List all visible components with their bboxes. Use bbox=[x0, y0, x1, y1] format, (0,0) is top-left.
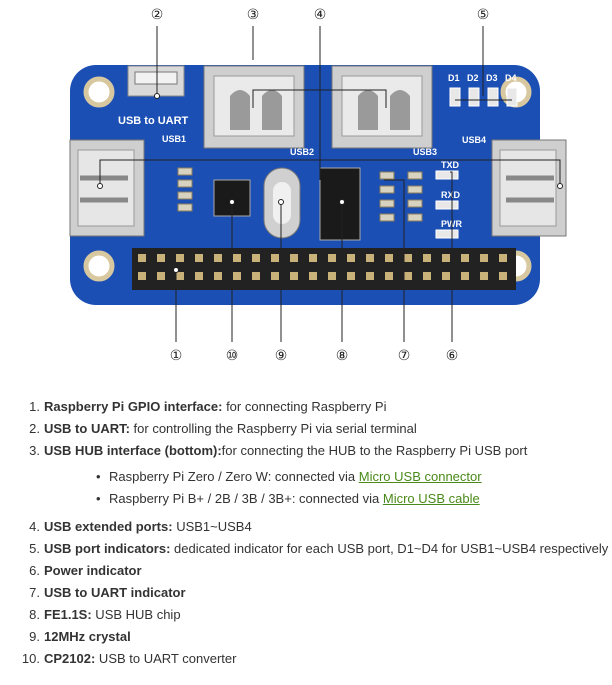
gpio-pin bbox=[461, 254, 469, 262]
callout-8: ⑧ bbox=[336, 348, 349, 364]
gpio-pin bbox=[499, 254, 507, 262]
usb1-port bbox=[69, 139, 145, 237]
gpio-pin bbox=[480, 272, 488, 280]
gpio-header bbox=[132, 248, 516, 290]
d1-silk: D1 bbox=[448, 73, 460, 83]
callout-3: ③ bbox=[247, 7, 260, 23]
passive-components bbox=[177, 167, 423, 222]
usb3-silk: USB3 bbox=[413, 147, 437, 157]
gpio-pin bbox=[271, 254, 279, 262]
list-item: 7.USB to UART indicator bbox=[29, 585, 186, 600]
list-item: 8.FE1.1S: USB HUB chip bbox=[29, 607, 181, 622]
callout-4: ④ bbox=[314, 7, 327, 23]
gpio-pin bbox=[290, 254, 298, 262]
callout-2: ② bbox=[151, 7, 164, 23]
gpio-pin bbox=[309, 254, 317, 262]
list-item: 2.USB to UART: for controlling the Raspb… bbox=[29, 421, 417, 436]
usb3-port bbox=[331, 65, 433, 149]
sub-list-item: Raspberry Pi Zero / Zero W: connected vi… bbox=[44, 466, 612, 488]
sub-list-item: Raspberry Pi B+ / 2B / 3B / 3B+: connect… bbox=[44, 488, 612, 510]
callout-9: ⑨ bbox=[275, 348, 288, 364]
gpio-pin bbox=[157, 272, 165, 280]
gpio-pin bbox=[328, 254, 336, 262]
usb-indicator-leds bbox=[449, 87, 518, 107]
list-item: 1.Raspberry Pi GPIO interface: for conne… bbox=[29, 399, 387, 414]
usb-to-uart-silk: USB to UART bbox=[118, 115, 189, 127]
gpio-pin bbox=[138, 272, 146, 280]
gpio-pin bbox=[442, 272, 450, 280]
callout-1: ① bbox=[170, 348, 183, 364]
gpio-pin bbox=[423, 272, 431, 280]
list-item: 5.USB port indicators: dedicated indicat… bbox=[29, 541, 609, 556]
callout-7: ⑦ bbox=[398, 348, 411, 364]
usb2-port bbox=[203, 65, 305, 149]
gpio-pin bbox=[233, 254, 241, 262]
leader-dots bbox=[97, 93, 563, 273]
board-figure: USB to UART USB1 USB2 USB3 USB4 D1 D2 D3… bbox=[69, 7, 567, 364]
gpio-pin bbox=[195, 254, 203, 262]
usb1-silk: USB1 bbox=[162, 134, 186, 144]
gpio-pin bbox=[385, 272, 393, 280]
gpio-pin bbox=[366, 254, 374, 262]
gpio-pin bbox=[176, 272, 184, 280]
list-item: 4.USB extended ports: USB1~USB4 bbox=[29, 519, 252, 534]
gpio-pin bbox=[347, 272, 355, 280]
gpio-pin bbox=[195, 272, 203, 280]
gpio-pin bbox=[271, 272, 279, 280]
gpio-pin bbox=[157, 254, 165, 262]
leader-lines bbox=[99, 26, 561, 342]
gpio-pin bbox=[404, 272, 412, 280]
list-item: 3.USB HUB interface (bottom):for connect… bbox=[0, 440, 612, 510]
gpio-pin bbox=[480, 254, 488, 262]
list-item: 9.12MHz crystal bbox=[29, 629, 131, 644]
gpio-pin bbox=[366, 272, 374, 280]
micro-usb-connector-link[interactable]: Micro USB connector bbox=[358, 469, 482, 484]
list-item: 6.Power indicator bbox=[29, 563, 142, 578]
gpio-pin bbox=[404, 254, 412, 262]
usb2-silk: USB2 bbox=[290, 147, 314, 157]
d4-silk: D4 bbox=[505, 73, 517, 83]
gpio-pin bbox=[252, 254, 260, 262]
gpio-pin bbox=[233, 272, 241, 280]
feature-list: 1.Raspberry Pi GPIO interface: for conne… bbox=[0, 396, 612, 670]
gpio-pin bbox=[252, 272, 260, 280]
gpio-pin bbox=[328, 272, 336, 280]
gpio-pin bbox=[385, 254, 393, 262]
callout-6: ⑥ bbox=[446, 348, 459, 364]
usb4-port bbox=[491, 139, 567, 237]
gpio-pin bbox=[214, 272, 222, 280]
gpio-pin bbox=[309, 272, 317, 280]
callout-10: ⑩ bbox=[226, 348, 239, 364]
list-item: 10.CP2102: USB to UART converter bbox=[21, 651, 237, 666]
gpio-pin bbox=[423, 254, 431, 262]
gpio-pin bbox=[347, 254, 355, 262]
gpio-pin bbox=[499, 272, 507, 280]
gpio-pin bbox=[442, 254, 450, 262]
usb4-silk: USB4 bbox=[462, 135, 486, 145]
d3-silk: D3 bbox=[486, 73, 498, 83]
gpio-pin bbox=[214, 254, 222, 262]
txd-silk: TXD bbox=[441, 160, 460, 170]
micro-usb-cable-link[interactable]: Micro USB cable bbox=[382, 491, 480, 506]
d2-silk: D2 bbox=[467, 73, 479, 83]
gpio-pin bbox=[290, 272, 298, 280]
gpio-pin bbox=[176, 254, 184, 262]
gpio-pin bbox=[138, 254, 146, 262]
callout-5: ⑤ bbox=[477, 7, 490, 23]
rxd-silk: RXD bbox=[441, 190, 461, 200]
sub-list: Raspberry Pi Zero / Zero W: connected vi… bbox=[44, 466, 612, 510]
gpio-pin bbox=[461, 272, 469, 280]
status-leds bbox=[435, 170, 459, 239]
